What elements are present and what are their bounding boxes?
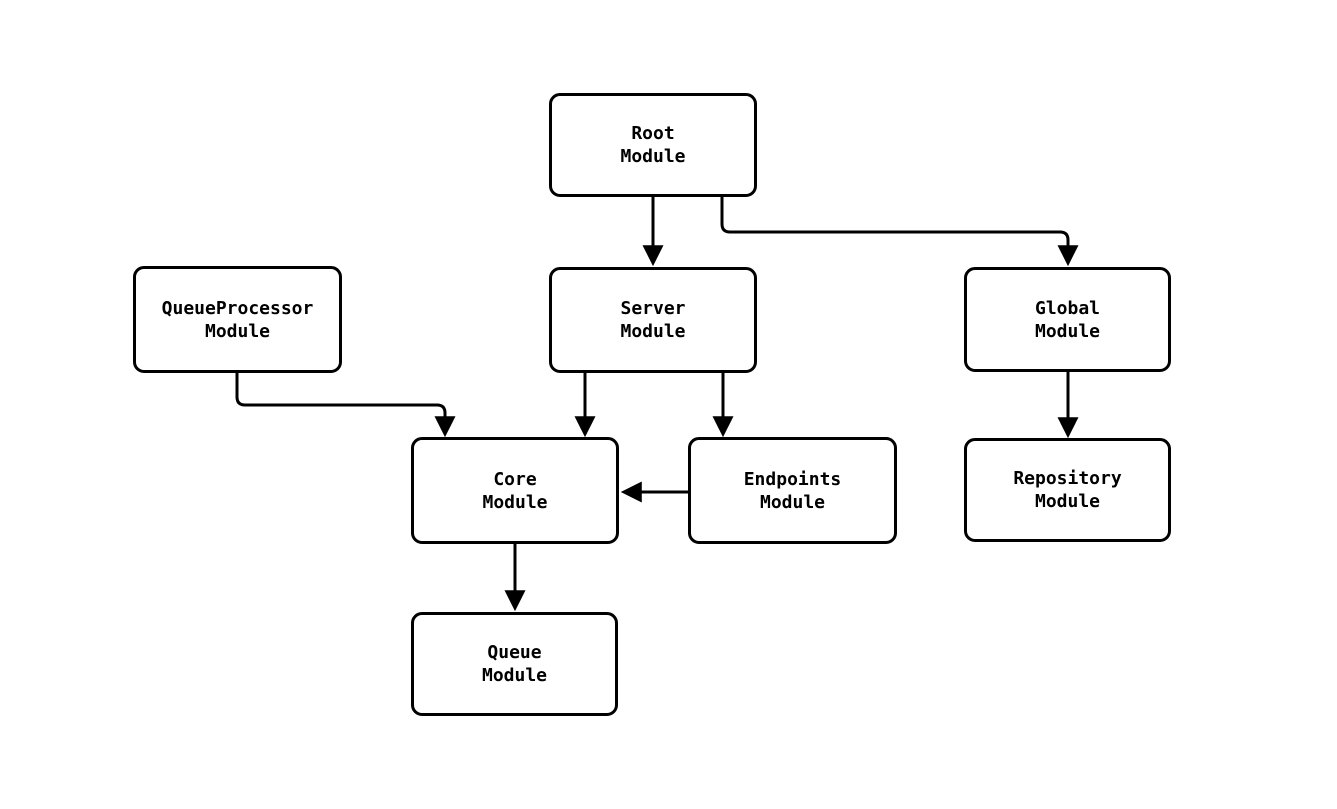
node-queue-module: Queue Module	[411, 612, 618, 716]
node-server-module: Server Module	[549, 267, 757, 373]
node-label-line: Server	[620, 298, 686, 319]
node-label-line: Module	[620, 321, 686, 342]
node-core-module: Core Module	[411, 437, 619, 544]
node-label-line: Queue	[487, 642, 542, 663]
node-label-line: Module	[1034, 320, 1101, 342]
node-label-line: Module	[482, 491, 548, 513]
node-label-line: Module	[759, 491, 826, 513]
node-label-line: Module	[620, 146, 686, 167]
node-repository-module: Repository Module	[964, 438, 1171, 542]
node-label-line: Module	[481, 665, 548, 686]
node-root-module: Root Module	[549, 93, 757, 197]
node-queueprocessor-module: QueueProcessor Module	[133, 266, 342, 373]
edge-queueprocessor-to-core	[235, 373, 456, 438]
node-label-line: QueueProcessor	[161, 297, 314, 319]
node-label-line: Root	[631, 123, 675, 144]
node-global-module: Global Module	[964, 267, 1171, 372]
node-label-line: Global	[1034, 297, 1101, 319]
node-endpoints-module: Endpoints Module	[688, 437, 897, 544]
node-label-line: Core	[493, 468, 537, 490]
node-label-line: Module	[1034, 491, 1101, 512]
node-label-line: Repository	[1013, 468, 1122, 489]
node-label-line: Endpoints	[743, 468, 842, 490]
edge-root-to-global	[720, 197, 1079, 267]
node-label-line: Module	[204, 320, 271, 342]
